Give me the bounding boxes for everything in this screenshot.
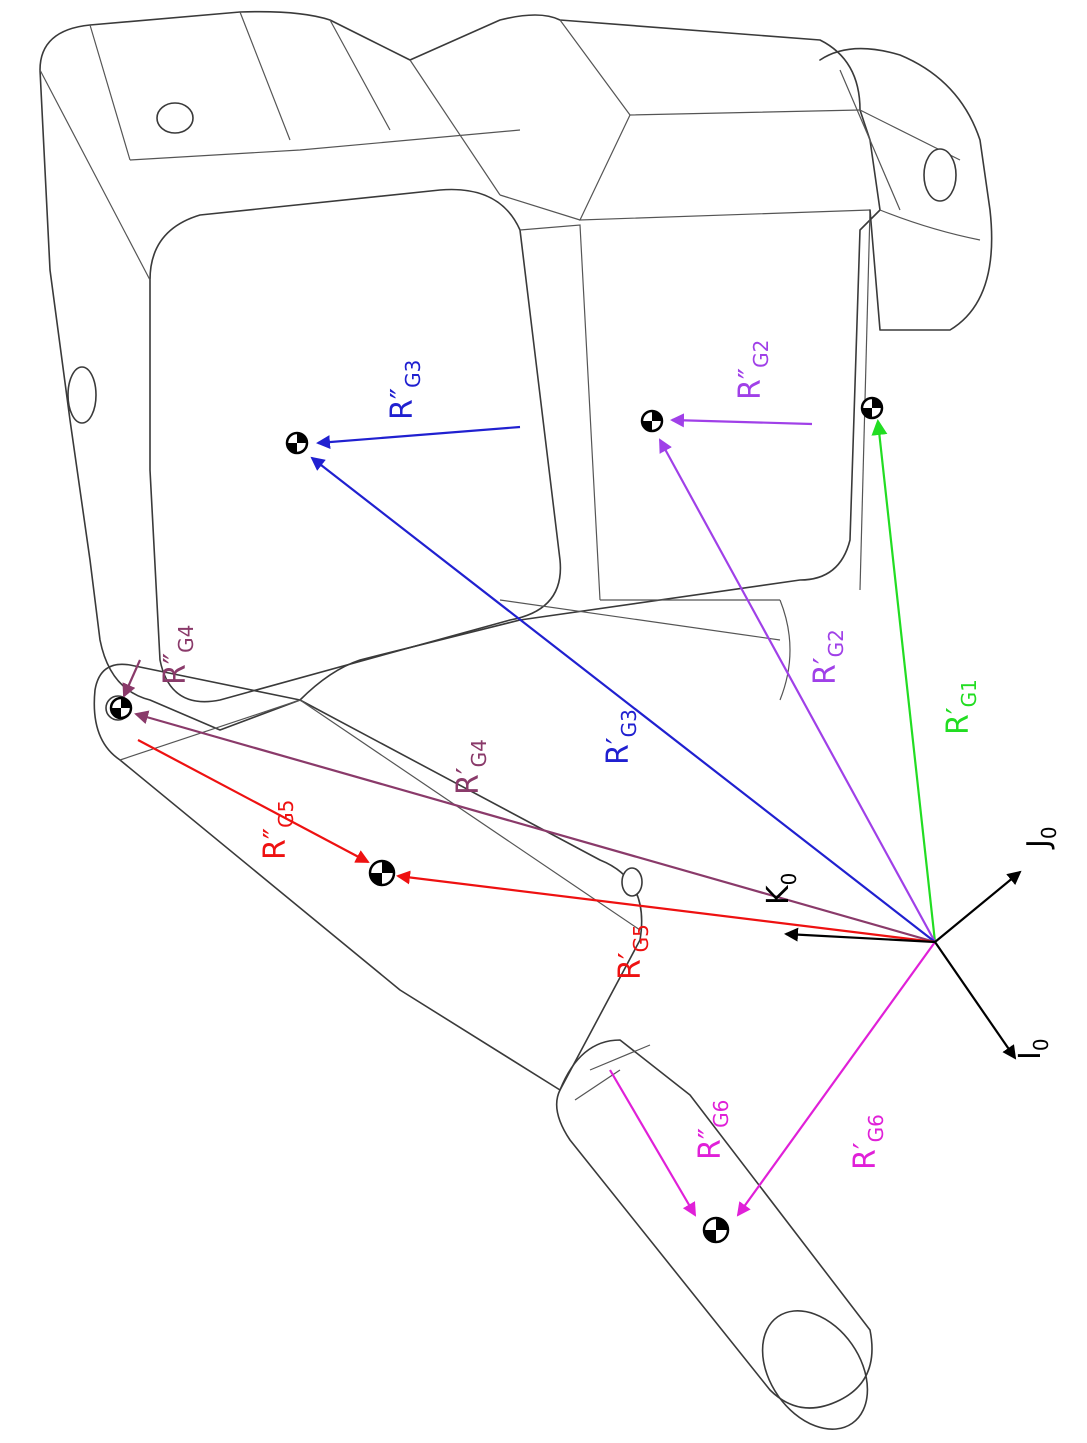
vector-rg3-prime [310,456,936,943]
label-rg5-prime: R′G5 [613,924,653,980]
forearm [555,1039,873,1409]
cog-markers [109,396,884,1244]
housing-hole-top [156,102,194,134]
center-of-gravity-icon [640,409,664,433]
upper-arm [93,663,643,1091]
center-of-gravity-icon [860,396,884,420]
vector-rg5-dprime [137,739,370,863]
axis-i-label: I0 [1013,1038,1053,1060]
vector-rg1-prime [871,419,937,943]
vector-rg2-prime [659,438,936,943]
label-rg6-prime: R′G6 [848,1114,888,1170]
label-rg4-prime: R′G4 [451,739,491,795]
vector-rg6-dprime [609,1069,697,1217]
front-face [149,188,562,703]
vector-rg6-prime [736,941,936,1217]
axis-j-label: J0 [1021,826,1061,850]
vector-rg4-prime [134,710,936,944]
upper-housing [39,10,881,731]
label-rg3-dprime: R″G3 [385,360,425,420]
housing-hole-side [67,366,97,424]
elbow-hole [621,867,643,897]
center-of-gravity-icon [109,696,133,720]
axis-k [784,927,936,944]
lower-base [819,47,993,331]
forearm-tip [761,1310,869,1430]
vector-rg2-dprime [670,413,813,428]
label-rg6-dprime: R″G6 [693,1100,733,1160]
axis-k-label: K0 [761,873,801,905]
reference-axes: K0 J0 I0 [761,826,1061,1060]
center-of-gravity-icon [702,1216,730,1244]
base-hole [923,148,957,202]
center-of-gravity-icon [285,431,309,455]
vector-rg3-dprime [316,425,521,450]
label-rg2-prime: R′G2 [808,629,848,685]
axis-j [934,870,1022,943]
label-rg5-dprime: R″G5 [258,800,298,860]
vector-labels: R′G1 R′G2 R″G2 R′G3 R″G3 R′G4 R″G4 R′G5 … [158,340,981,1170]
position-vectors [122,413,937,1217]
axis-i [934,941,1017,1060]
label-rg4-dprime: R″G4 [158,625,198,685]
vector-rg5-prime [396,870,936,944]
label-rg2-dprime: R″G2 [733,340,773,400]
center-of-gravity-icon [368,859,396,887]
label-rg3-prime: R′G3 [601,709,641,765]
vector-rg4-dprime [122,659,142,698]
label-rg1-prime: R′G1 [941,679,981,735]
